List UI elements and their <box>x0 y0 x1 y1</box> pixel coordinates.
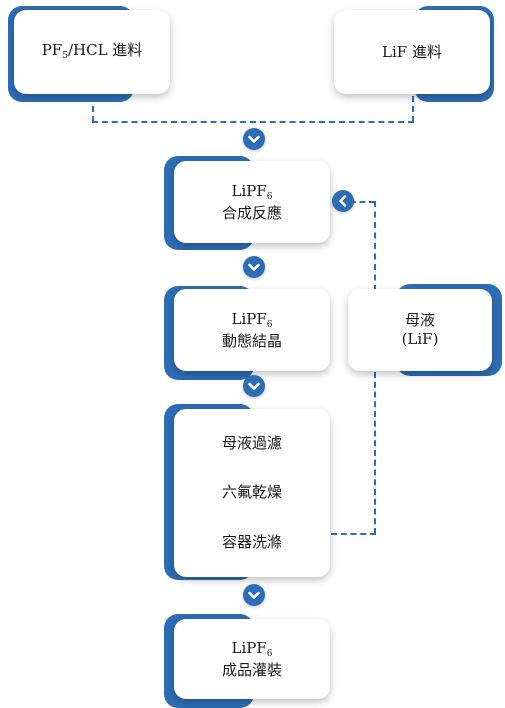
crystallization-label: 動態結晶 <box>221 331 282 350</box>
processing-node: 母液過濾 六氟乾燥 容器洗滌 <box>160 400 340 584</box>
synthesis-compound: LiPF <box>231 181 267 200</box>
chevron-down-icon <box>243 128 265 150</box>
feed-pf5-hcl-node: PF5/HCL 進料 <box>0 0 180 106</box>
crystallization-card: LiPF6 動態結晶 <box>174 289 330 371</box>
recycle-card: 母液 (LiF) <box>348 289 492 371</box>
recycle-feed-bottom <box>331 533 376 535</box>
feed-lif-label: LiF 進料 <box>382 42 442 61</box>
recycle-feed-vertical <box>374 372 376 534</box>
processing-card: 母液過濾 六氟乾燥 容器洗滌 <box>174 409 330 577</box>
feed-lif-node: LiF 進料 <box>320 0 505 106</box>
recycle-node: 母液 (LiF) <box>338 282 505 382</box>
chevron-down-icon <box>243 584 265 606</box>
chevron-down-icon <box>243 375 265 397</box>
chevron-left-icon <box>332 190 354 212</box>
pf5-suffix: /HCL 進料 <box>67 41 143 59</box>
packaging-compound: LiPF <box>231 638 267 657</box>
synthesis-label: 合成反應 <box>221 203 282 222</box>
packaging-node: LiPF6 成品灌裝 <box>160 610 340 708</box>
packaging-card: LiPF6 成品灌裝 <box>174 619 330 699</box>
processing-item-drying: 六氟乾燥 <box>221 483 282 502</box>
pf5-subscript: 5 <box>62 51 68 61</box>
chevron-down-icon <box>243 256 265 278</box>
packaging-subscript: 6 <box>266 648 273 659</box>
recycle-line2: (LiF) <box>401 330 439 348</box>
feed-merge-connector <box>92 121 414 123</box>
processing-item-washing: 容器洗滌 <box>221 532 282 551</box>
crystallization-node: LiPF6 動態結晶 <box>160 282 340 384</box>
feed-lif-card: LiF 進料 <box>334 10 490 94</box>
feed-right-connector <box>412 96 414 122</box>
recycle-return-vertical <box>374 201 376 291</box>
recycle-return-top <box>350 201 375 203</box>
crystallization-subscript: 6 <box>266 319 273 330</box>
synthesis-node: LiPF6 合成反應 <box>160 152 340 254</box>
synthesis-card: LiPF6 合成反應 <box>174 161 330 243</box>
packaging-label: 成品灌裝 <box>221 660 282 679</box>
crystallization-compound: LiPF <box>231 309 267 328</box>
pf5-prefix: PF <box>41 41 63 59</box>
feed-left-connector <box>92 96 94 122</box>
recycle-line1: 母液 <box>404 311 435 329</box>
synthesis-subscript: 6 <box>266 191 273 202</box>
feed-pf5-hcl-card: PF5/HCL 進料 <box>14 10 170 94</box>
processing-item-filtration: 母液過濾 <box>221 434 282 453</box>
